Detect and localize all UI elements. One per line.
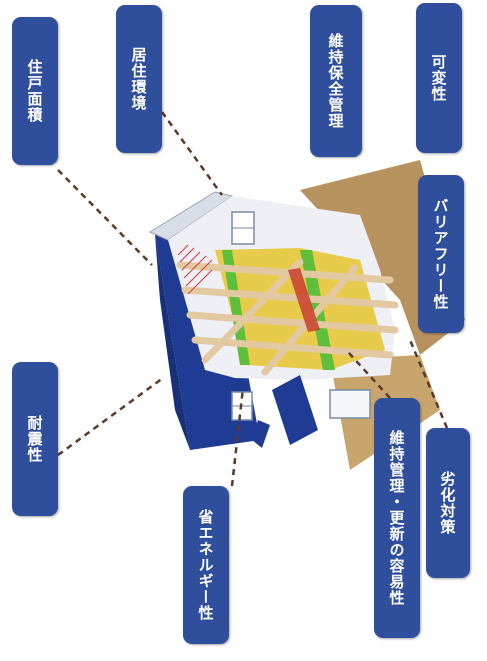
label-deterioration-text: 劣化対策 [438, 471, 457, 535]
label-adaptability-text: 可変性 [429, 54, 448, 102]
label-energy-saving-text: 省エネルギー性 [196, 509, 215, 621]
label-floor-area-text: 住戸面積 [25, 59, 44, 123]
label-barrier-free-text: バリアフリー性 [431, 198, 450, 310]
label-maintenance-renewal: 維持管理・更新の容易性 [374, 398, 420, 638]
leader-earthquake-resistance [57, 376, 164, 457]
label-living-environment-text: 居住環境 [129, 47, 148, 111]
insulation-hatch [177, 244, 213, 295]
label-earthquake-resistance-text: 耐震性 [25, 415, 44, 463]
label-energy-saving: 省エネルギー性 [183, 486, 229, 644]
label-earthquake-resistance: 耐震性 [12, 362, 58, 516]
label-floor-area: 住戸面積 [12, 17, 58, 165]
label-adaptability: 可変性 [416, 3, 462, 153]
label-maintenance-renewal-text: 維持管理・更新の容易性 [387, 430, 406, 606]
window-right [329, 389, 371, 419]
blue-column [272, 375, 318, 445]
house-side-wall-shade [155, 235, 190, 450]
label-living-environment: 居住環境 [116, 5, 162, 153]
label-barrier-free: バリアフリー性 [418, 175, 464, 333]
label-maintenance-security-text: 維持保全管理 [326, 33, 345, 129]
leader-floor-area [57, 169, 153, 266]
leader-energy-saving [230, 387, 245, 487]
red-detail [288, 268, 320, 332]
structural-beams [176, 258, 399, 376]
leader-deterioration [408, 339, 449, 429]
blue-awning [252, 420, 270, 448]
label-maintenance-security: 維持保全管理 [310, 5, 362, 157]
leader-living-environment [160, 111, 224, 196]
green-band-left [222, 250, 250, 365]
label-deterioration: 劣化対策 [426, 428, 470, 578]
